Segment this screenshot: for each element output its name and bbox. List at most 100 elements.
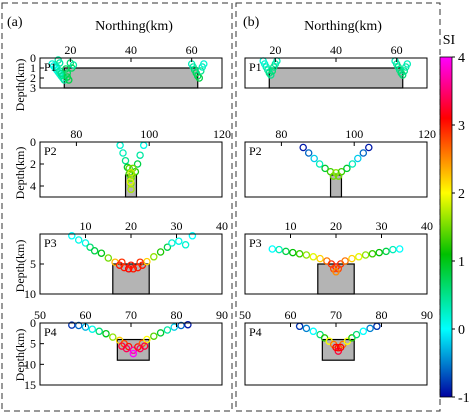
data-point [289, 248, 297, 257]
data-point [128, 171, 136, 179]
colorbar-tick-label: 3 [458, 119, 465, 134]
column-a-label: (a) [7, 15, 23, 30]
data-point [268, 67, 277, 75]
data-point [150, 253, 158, 261]
data-point [143, 335, 151, 344]
x-tick-label: 50 [239, 308, 251, 322]
x-tick-label: 20 [125, 219, 137, 233]
data-point [361, 251, 370, 259]
data-point [177, 321, 185, 330]
data-point [109, 333, 117, 341]
data-point [373, 322, 381, 331]
y-axis-title-p1: Depth(km) [13, 59, 27, 112]
data-point [200, 60, 208, 68]
data-point [332, 268, 340, 276]
data-point [136, 151, 144, 159]
data-point [81, 239, 90, 247]
data-point [127, 261, 135, 269]
data-point [156, 248, 165, 256]
data-point [90, 247, 99, 255]
x-tick-label: 90 [421, 308, 433, 322]
y-tick-label: 2 [30, 157, 36, 171]
axes-frame-b-p2 [244, 141, 428, 198]
y-tick-label: 0 [30, 316, 36, 330]
data-point [321, 164, 329, 173]
x-tick-label: 60 [80, 308, 92, 322]
data-point [395, 245, 404, 253]
panel-label-a-p1: P1 [44, 60, 57, 74]
data-point [309, 253, 318, 261]
panel-label-b-p4: P4 [249, 325, 262, 339]
x-tick-label: 70 [330, 308, 342, 322]
data-point [400, 67, 409, 75]
y-tick-label: 0 [30, 51, 36, 65]
data-point [127, 174, 135, 183]
data-point [102, 329, 110, 338]
panel-label-a-p3: P3 [44, 236, 57, 250]
data-point [382, 247, 390, 256]
column-b-frame [235, 2, 441, 412]
data-point [68, 232, 76, 240]
x-tick-label: 80 [70, 127, 82, 141]
data-point [168, 239, 176, 247]
y-tick-label: 1 [30, 61, 36, 75]
data-point [116, 141, 124, 150]
panel-b-p4: P4 50 60 70 80 90 [239, 308, 433, 386]
data-point [65, 76, 73, 84]
data-point [170, 323, 178, 331]
data-point [74, 321, 83, 330]
panel-label-a-p2: P2 [44, 144, 57, 158]
data-point [88, 325, 97, 333]
data-point [125, 164, 133, 173]
data-point [304, 149, 313, 157]
data-point [140, 342, 149, 350]
data-point [366, 324, 374, 333]
data-point [341, 257, 349, 265]
x-tick-label: 20 [64, 43, 76, 57]
y-tick-label: 10 [24, 287, 36, 301]
y-tick-label: 3 [30, 81, 36, 95]
x-tick-label: 10 [80, 219, 92, 233]
data-point [348, 254, 356, 263]
data-point [133, 160, 142, 168]
panel-label-b-p1: P1 [249, 60, 262, 74]
x-tick-label: 120 [418, 127, 436, 141]
data-point [368, 250, 377, 258]
data-point [127, 185, 135, 194]
data-point [302, 324, 311, 333]
panel-label-b-p3: P3 [249, 236, 262, 250]
x-tick-label: 50 [34, 308, 46, 322]
x-tick-label: 60 [285, 308, 297, 322]
x-tick-label: 100 [140, 127, 158, 141]
x-tick-label: 80 [376, 308, 388, 322]
data-point [352, 330, 361, 339]
x-tick-label: 30 [376, 219, 388, 233]
colorbar-tick-label: 2 [458, 187, 465, 202]
colorbar-label: SI [443, 33, 456, 48]
y-axis-title-p3: Depth(km) [13, 240, 27, 293]
y-tick-label: 10 [24, 357, 36, 371]
data-point [348, 160, 357, 168]
x-tick-label: 80 [275, 127, 287, 141]
data-point [403, 60, 412, 68]
data-point [267, 71, 275, 79]
data-point [95, 327, 103, 336]
x-tick-label: 40 [421, 219, 433, 233]
data-point [310, 154, 318, 163]
x-tick-label: 60 [391, 43, 403, 57]
data-point [121, 156, 130, 165]
x-axis-title-a: Northing(km) [95, 19, 173, 34]
data-point [268, 245, 277, 253]
column-b-label: (b) [243, 15, 260, 30]
data-point [329, 172, 338, 180]
x-tick-label: 100 [345, 127, 363, 141]
x-tick-label: 30 [171, 219, 183, 233]
